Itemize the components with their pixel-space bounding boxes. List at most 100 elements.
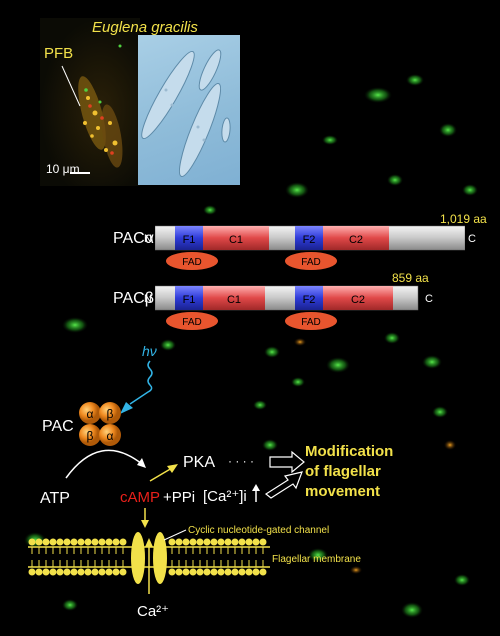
hollow-arrow-upper (269, 450, 305, 474)
lipid-head (203, 568, 211, 576)
hv-label: hν (142, 343, 157, 359)
pac-alpha-c-terminus: C (468, 233, 476, 245)
lipid-head (70, 538, 78, 546)
scale-bar-label: 10 μm (46, 162, 80, 176)
svg-text:β: β (87, 429, 94, 443)
lipid-head (231, 538, 239, 546)
lipid-head (98, 538, 106, 546)
lipid-head (119, 568, 127, 576)
pac-alpha-fad-label: FAD (182, 257, 201, 268)
pac-alpha-f1-domain (175, 226, 203, 250)
lipid-head (56, 568, 64, 576)
lipid-head (252, 538, 260, 546)
pac-beta-block-label: C1 (227, 294, 241, 306)
lipid-head (84, 538, 92, 546)
lipid-head (238, 538, 246, 546)
pac-alpha-fad-1 (166, 252, 218, 270)
pac-beta-block-label: F1 (183, 294, 196, 306)
lipid-head (259, 568, 267, 576)
lipid-head (168, 568, 176, 576)
pac-alpha-c2-domain (323, 226, 389, 250)
pac-label: PAC (42, 418, 74, 435)
lipid-head (203, 538, 211, 546)
lipid-head (119, 538, 127, 546)
pac-beta-c-terminus: C (425, 293, 433, 305)
lipid-head (217, 538, 225, 546)
pac-beta-n-terminus: N (144, 293, 152, 305)
lipid-head (231, 568, 239, 576)
lipid-head (35, 538, 43, 546)
cng-channel-left (131, 532, 145, 584)
lipid-head (238, 568, 246, 576)
pac-beta-f2-domain (295, 286, 323, 310)
channel-label: Cyclic nucleotide-gated channel (188, 525, 329, 536)
species-label: Euglena gracilis (92, 19, 198, 36)
ca-label: Ca²⁺ (137, 603, 169, 620)
lipid-head (63, 568, 71, 576)
lipid-head (70, 568, 78, 576)
pac-beta-domain-bar: F1 C1 F2 C2 FAD FAD (155, 285, 419, 330)
pka-dots: · · · · (228, 454, 254, 468)
atp-to-camp-arrow (65, 449, 143, 479)
brightfield-micrograph (138, 35, 240, 185)
lipid-head (98, 568, 106, 576)
pac-alpha-c1-domain (203, 226, 269, 250)
lipid-head (175, 568, 183, 576)
pac-alpha-label: PACα (113, 230, 154, 247)
svg-text:β: β (107, 407, 114, 421)
ppi-label: +PPi (163, 489, 195, 506)
lipid-head (182, 538, 190, 546)
pac-beta-fad-label: FAD (301, 317, 320, 328)
pac-beta-c1-domain (203, 286, 265, 310)
cng-channel-right (153, 532, 167, 584)
lipid-head (189, 568, 197, 576)
lipid-head (91, 538, 99, 546)
pka-label: PKA (183, 454, 215, 471)
lipid-head (112, 538, 120, 546)
result-line-3: movement (305, 483, 380, 500)
lipid-head (56, 538, 64, 546)
lipid-head (245, 538, 253, 546)
pac-alpha-fad-label: FAD (301, 257, 320, 268)
ca-i-label: [Ca²⁺]i (203, 488, 247, 505)
pac-beta-c2-domain (323, 286, 393, 310)
lipid-head (175, 538, 183, 546)
pac-beta-f1-domain (175, 286, 203, 310)
result-line-1: Modification (305, 443, 393, 460)
pac-beta-fad-label: FAD (182, 317, 201, 328)
lipid-head (245, 568, 253, 576)
pac-beta-fad-2 (285, 312, 337, 330)
lipid-head (252, 568, 260, 576)
pac-alpha-block-label: C2 (349, 234, 363, 246)
pac-alpha-block-label: F2 (303, 234, 316, 246)
lipid-head (91, 568, 99, 576)
lipid-head (42, 538, 50, 546)
lipid-head (35, 568, 43, 576)
light-arrowhead (120, 402, 133, 414)
lipid-head (28, 538, 36, 546)
pac-beta-block-label: F2 (303, 294, 316, 306)
membrane-label: Flagellar membrane (272, 554, 361, 565)
lipid-head (210, 568, 218, 576)
flagellar-membrane (28, 538, 270, 576)
lipid-head (42, 568, 50, 576)
lipid-head (196, 568, 204, 576)
pfb-label: PFB (44, 45, 74, 62)
lipid-head (189, 538, 197, 546)
lipid-head (105, 538, 113, 546)
lipid-head (63, 538, 71, 546)
pac-beta-fad-1 (166, 312, 218, 330)
pac-beta-label: PACβ (113, 290, 154, 307)
ca-influx-arrowhead (145, 538, 153, 547)
lipid-head (105, 568, 113, 576)
atp-label: ATP (40, 490, 70, 507)
light-wave-arrow (129, 360, 153, 405)
pac-alpha-domain-bar: F1 C1 F2 C2 FAD FAD (155, 225, 465, 270)
lipid-head (168, 538, 176, 546)
lipid-head (196, 538, 204, 546)
pac-alpha-fad-2 (285, 252, 337, 270)
hollow-arrow-lower (264, 471, 303, 499)
lipid-head (259, 538, 267, 546)
pac-alpha-length: 1,019 aa (440, 212, 487, 226)
